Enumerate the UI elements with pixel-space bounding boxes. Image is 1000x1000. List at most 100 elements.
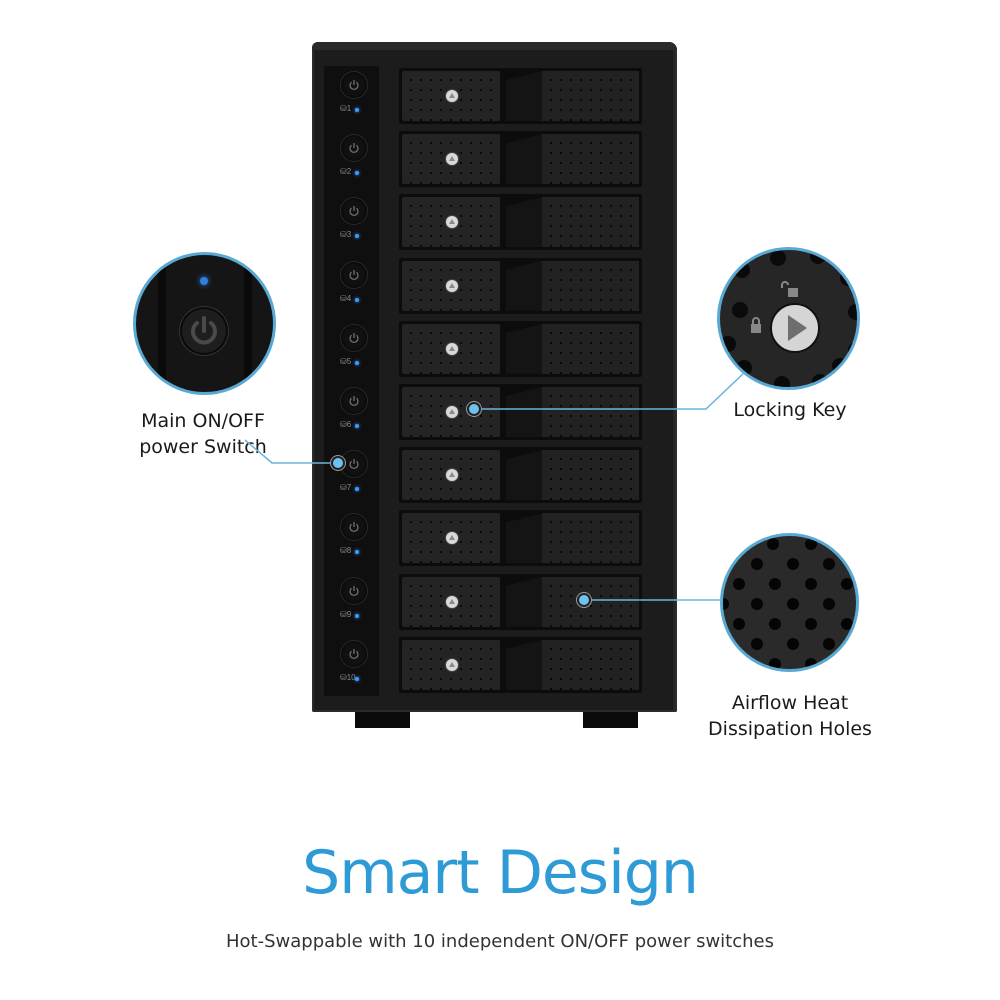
power-icon: [349, 332, 359, 343]
drive-tray[interactable]: [399, 131, 642, 188]
tray-handle[interactable]: [506, 134, 542, 185]
tray-lock-icon[interactable]: [446, 279, 458, 292]
drive-tray[interactable]: [399, 68, 642, 124]
airflow-callout: [720, 533, 859, 672]
airflow-marker: [579, 595, 589, 605]
tray-vent-panel: [402, 260, 500, 311]
tray-handle[interactable]: [506, 450, 542, 501]
bay-led-indicator: [355, 550, 359, 555]
section-subtitle: Hot-Swappable with 10 independent ON/OFF…: [226, 931, 774, 952]
bay-power-button[interactable]: [341, 388, 367, 414]
locking-key-marker: [469, 404, 479, 414]
tray-vent-panel: [402, 576, 500, 627]
tray-lock-icon[interactable]: [446, 406, 458, 418]
enclosure-top-edge: [312, 42, 677, 50]
tray-lock-icon[interactable]: [446, 595, 458, 608]
tray-handle[interactable]: [506, 387, 542, 437]
bay-led-indicator: [355, 108, 359, 112]
drive-tray[interactable]: [399, 447, 642, 504]
tray-lock-icon[interactable]: [446, 342, 458, 355]
tray-handle[interactable]: [506, 639, 542, 690]
tray-vent-panel: [402, 513, 500, 564]
bay-number-label: ⛁7: [340, 483, 352, 493]
drive-tray[interactable]: [399, 257, 642, 314]
tray-handle[interactable]: [506, 576, 542, 627]
bay-power-button[interactable]: [341, 514, 367, 541]
drive-tray[interactable]: [399, 384, 642, 440]
power-icon: [182, 309, 226, 353]
bay-number-label: ⛁3: [340, 230, 352, 240]
bay-power-button[interactable]: [341, 640, 367, 667]
tray-vent-panel: [542, 576, 639, 627]
drive-tray[interactable]: [399, 510, 642, 567]
tray-vent-panel: [402, 134, 500, 185]
enclosure-foot-right: [583, 712, 638, 728]
airflow-label-line2: Dissipation Holes: [708, 718, 872, 740]
tray-vent-panel: [542, 197, 639, 248]
enclosure-foot-left: [355, 712, 410, 728]
power-icon: [349, 585, 359, 596]
tray-lock-icon[interactable]: [446, 216, 458, 229]
tray-handle[interactable]: [506, 323, 542, 374]
bay-number-label: ⛁9: [340, 609, 352, 619]
tray-lock-icon[interactable]: [446, 469, 458, 482]
tray-vent-panel: [402, 71, 500, 121]
tray-vent-panel: [542, 387, 639, 437]
tray-vent-panel: [542, 71, 639, 121]
bay-led-indicator: [355, 487, 359, 492]
bay-power-button[interactable]: [341, 324, 367, 351]
tray-lock-icon[interactable]: [446, 90, 458, 102]
drive-tray[interactable]: [399, 194, 642, 251]
tray-lock-icon[interactable]: [446, 658, 458, 671]
drive-tray[interactable]: [399, 636, 642, 693]
tray-vent-panel: [402, 197, 500, 248]
tray-handle[interactable]: [506, 71, 542, 121]
tray-vent-panel: [542, 134, 639, 185]
locking-key-label: Locking Key: [733, 399, 847, 421]
lock-key-icon: [720, 250, 857, 387]
tray-handle[interactable]: [506, 260, 542, 311]
bay-led-indicator: [355, 613, 359, 618]
power-icon: [349, 269, 359, 280]
bay-power-button[interactable]: [341, 577, 367, 604]
bay-power-button[interactable]: [341, 198, 367, 225]
power-switch-label: Main ON/OFF power Switch: [118, 408, 288, 460]
power-icon: [349, 206, 359, 217]
bay-power-button[interactable]: [341, 72, 367, 98]
tray-lock-icon[interactable]: [446, 153, 458, 166]
led-icon: [200, 277, 208, 285]
tray-handle[interactable]: [506, 197, 542, 248]
bay-number-label: ⛁6: [340, 420, 352, 429]
bay-power-button[interactable]: [341, 451, 367, 478]
tray-vent-panel: [542, 639, 639, 690]
bay-number-label: ⛁8: [340, 546, 352, 556]
bay-number-label: ⛁10: [340, 672, 356, 682]
bay-led-indicator: [355, 297, 359, 302]
power-icon: [349, 396, 359, 406]
bay-power-button[interactable]: [341, 261, 367, 288]
section-title: Smart Design: [302, 838, 699, 908]
power-label-line2: power Switch: [139, 436, 267, 458]
airflow-label: Airflow Heat Dissipation Holes: [700, 690, 880, 742]
bay-led-indicator: [355, 171, 359, 176]
locking-key-callout: [717, 247, 860, 390]
bay-led-indicator: [355, 676, 359, 681]
power-icon: [349, 80, 359, 90]
drive-tray[interactable]: [399, 573, 642, 630]
airflow-label-line1: Airflow Heat: [731, 692, 849, 714]
bay-power-button[interactable]: [341, 135, 367, 162]
power-icon: [349, 522, 359, 533]
power-icon: [349, 648, 359, 659]
tray-lock-icon[interactable]: [446, 532, 458, 545]
bay-number-label: ⛁2: [340, 167, 352, 177]
bay-led-indicator: [355, 234, 359, 239]
drive-tray[interactable]: [399, 320, 642, 377]
tray-vent-panel: [542, 513, 639, 564]
bay-led-indicator: [355, 360, 359, 365]
tray-handle[interactable]: [506, 513, 542, 564]
tray-vent-panel: [542, 323, 639, 374]
power-switch-marker: [333, 458, 343, 468]
tray-vent-panel: [542, 260, 639, 311]
vent-holes-icon: [723, 538, 853, 669]
